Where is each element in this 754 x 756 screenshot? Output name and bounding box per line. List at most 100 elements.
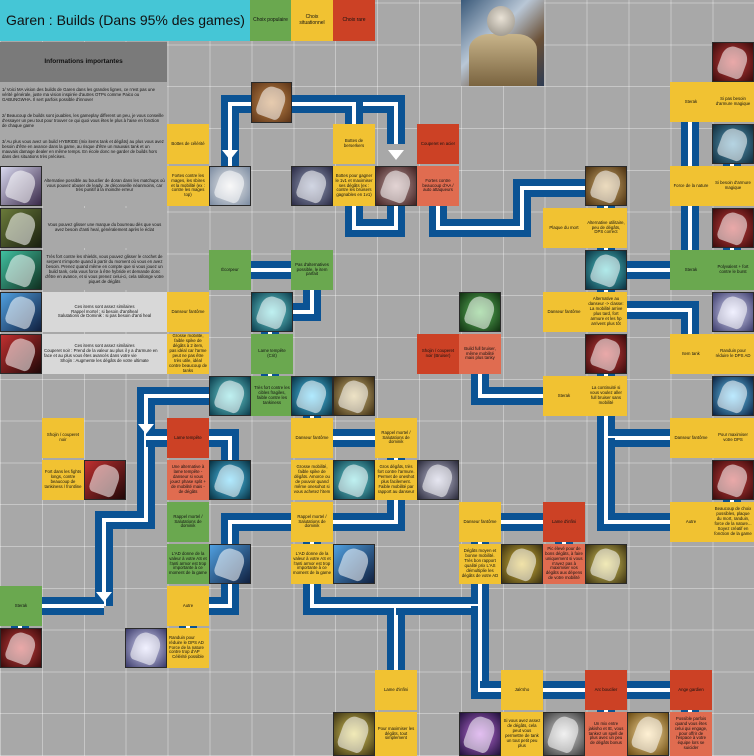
executioner-icon	[0, 208, 42, 248]
celerite-bl: Célérité possible	[172, 654, 204, 660]
legend-popular: Choix populaire	[250, 0, 291, 41]
bruiser-icon	[459, 292, 501, 332]
cleaver: Couperet en acier	[417, 124, 459, 164]
force-nature-icon	[712, 376, 754, 416]
steraks-top-note: Si pas besoin d'armure magique	[712, 82, 754, 122]
dancer-2: Danseur fantôme	[543, 292, 585, 332]
lame-infini: Lame d'infini	[543, 502, 585, 542]
black-cleaver-icon-2	[84, 460, 126, 500]
sterak-mid: Sterak	[543, 376, 585, 416]
autre: Autre	[670, 502, 712, 542]
phantom-dancer-icon-3	[333, 460, 375, 500]
info-intro: 1/ Voici MA vision des builds de Garen d…	[0, 82, 167, 166]
boots-berserker: Bottes de berserkers	[333, 124, 375, 164]
serpent-fang-icon	[0, 250, 42, 290]
steraks-gage-icon	[712, 42, 754, 82]
force-nature-top: Force de la nature	[670, 166, 712, 206]
steraks-top: Sterak	[670, 82, 712, 122]
boots-celerity: Bottes de célérité	[167, 124, 209, 164]
ange-note: Possible parfois quand vous êtes celui q…	[670, 712, 712, 756]
dancer-alt-note: Alternative au danseur -> classe: La mob…	[585, 292, 627, 332]
gros-degats-note: Gros dégâts, très fort contre l'armure. …	[375, 460, 417, 500]
collector-icon	[333, 376, 375, 416]
stridebreaker-note: Pas d'alternatives possible, le item par…	[291, 250, 333, 290]
legend-situational: Choix situationnel	[291, 0, 333, 41]
stormrazor-icon	[291, 376, 333, 416]
autre-bottom-left: Autre	[167, 586, 209, 626]
jaksho-icon	[459, 712, 501, 756]
phantom-dancer-icon-2	[209, 376, 251, 416]
similar-1-a: Rappel mortel : si besoin d'antiheal	[71, 308, 138, 314]
steelcap-note: Fortes contre les mages, les sbires et l…	[167, 166, 209, 206]
note-antiheal: Vous pouvez glisser une marque du bourre…	[42, 208, 167, 248]
page-title: Garen : Builds (Dans 95% des games)	[0, 0, 250, 41]
jakisho: Jak'sho	[501, 670, 543, 710]
deaths-dance: Plaque du mort	[543, 208, 585, 248]
mortal-reminder-icon	[0, 292, 42, 332]
arc-bouclier: Arc bouclier	[585, 670, 627, 710]
ad-note-2: L'AD donne de la valeur à votre AS et l'…	[291, 544, 333, 584]
ange-gardien: Ange gardien	[670, 670, 712, 710]
randuin-icon	[712, 292, 754, 332]
info-line-2: 2/ Beaucoup de builds sont jouables, les…	[2, 113, 164, 128]
similar-items-1: Ces items sont assez similaires Rappel m…	[42, 292, 167, 332]
infinity-edge-icon	[585, 544, 627, 584]
similar-1-title: Ces items sont assez similaires	[74, 303, 135, 309]
deaths-dance-note: Alternative utilitaire, peu de dégâts, D…	[585, 208, 627, 248]
info-title: Informations importantes	[0, 42, 167, 82]
lame-infini-note: Pic élevé pour de bons dégâts, à faire u…	[543, 544, 585, 584]
champion-portrait	[461, 0, 544, 86]
pour-max-dps: Pour maximiser votre DPS	[712, 418, 754, 458]
rappel-salut-top: Rappel mortel / Salutations de dominik	[375, 418, 417, 458]
doran-blade-icon	[0, 166, 42, 206]
mercury-treads-icon	[209, 166, 251, 206]
dead-mans-plate-icon	[585, 166, 627, 206]
stridebreaker-icon	[585, 250, 627, 290]
infinity-edge-bottom-icon	[333, 712, 375, 756]
alt-lame-note: Une alternative à lame tempête - danseur…	[167, 460, 209, 500]
randuin-bottom-icon	[125, 628, 167, 668]
rappel-left: Rappel mortel / Salutations de dominik	[167, 502, 209, 542]
berserker-greaves-icon	[291, 166, 333, 206]
note-doran: Alternative possible au bouclier de dora…	[42, 166, 167, 206]
randuin-top: Randuin pour réduire le DPS AD	[712, 334, 754, 374]
lame-tempete-crit: Lame tempête (Crit)	[251, 334, 293, 374]
dancer-note: Grosse mobilité, faible spike de dégâts …	[167, 334, 209, 374]
arc-note: Un mix entre jakisho et IE, vous tankez …	[585, 712, 627, 756]
similar-items-2: Ces items sont assez similaires Couperet…	[42, 334, 167, 374]
steraks-icon-r11	[712, 460, 754, 500]
sterak-right-note: Polyvalent + fort contre le burst	[712, 250, 754, 290]
similar-2-a: Couperet noir : Prend de la valeur au pl…	[44, 348, 158, 358]
steraks-bottom-icon	[0, 628, 42, 668]
lord-dominik-icon	[417, 460, 459, 500]
sterak-mid-note: La continuité si vous voulez aller full …	[585, 376, 627, 416]
fort-team-note: Fort dans les fights longs, contre beauc…	[42, 460, 84, 500]
guardian-angel-icon	[627, 712, 669, 756]
lame-tempete-left: Lame tempête	[167, 418, 209, 458]
crit-note: Très fort contre les cibles fragiles, fa…	[251, 376, 293, 416]
similar-2-title: Ces items sont assez similaires	[74, 343, 135, 349]
bruiser-note: Build full bruiser, même mobilité mais p…	[459, 334, 501, 374]
note-serpent: Très fort contre les shields, vous pouve…	[42, 250, 167, 290]
mortal-reminder-icon-3	[333, 544, 375, 584]
degats-moyen-note: Dégâts moyen et bonne mobilité. Très bon…	[459, 544, 501, 584]
danseur-mid: Danseur fantôme	[459, 502, 501, 542]
mortal-reminder-icon-2	[209, 544, 251, 584]
black-cleaver-icon	[0, 334, 42, 374]
deaths-dance-icon	[712, 124, 754, 164]
plated-steelcaps-icon	[375, 166, 417, 206]
berserker-note: Bottes pour gagner le 1v1 et maximiser s…	[333, 166, 375, 206]
info-line-1: 1/ Voici MA vision des builds de Garen d…	[2, 87, 155, 103]
steraks-mid-icon	[585, 334, 627, 374]
info-line-3: 3/ Au plus vous avez un build HYBRIDE (m…	[2, 138, 164, 159]
stridebreaker: Écorpeur	[209, 250, 251, 290]
similar-2-b: Shojin : Augmente les dégâts de votre ul…	[60, 357, 149, 363]
steraks-icon-r5	[712, 208, 754, 248]
phantom-dancer-icon-4	[501, 544, 543, 584]
legend-rare: Choix rare	[333, 0, 375, 41]
force-nature-top-note: Si besoin d'armure magique	[712, 166, 754, 206]
similar-1-b: Salutations de Dominik : si pas besoin d…	[57, 313, 152, 319]
shojin-bruiser: Shojin / couperet noir (Bruiser)	[417, 334, 459, 374]
shieldbow-icon	[543, 712, 585, 756]
